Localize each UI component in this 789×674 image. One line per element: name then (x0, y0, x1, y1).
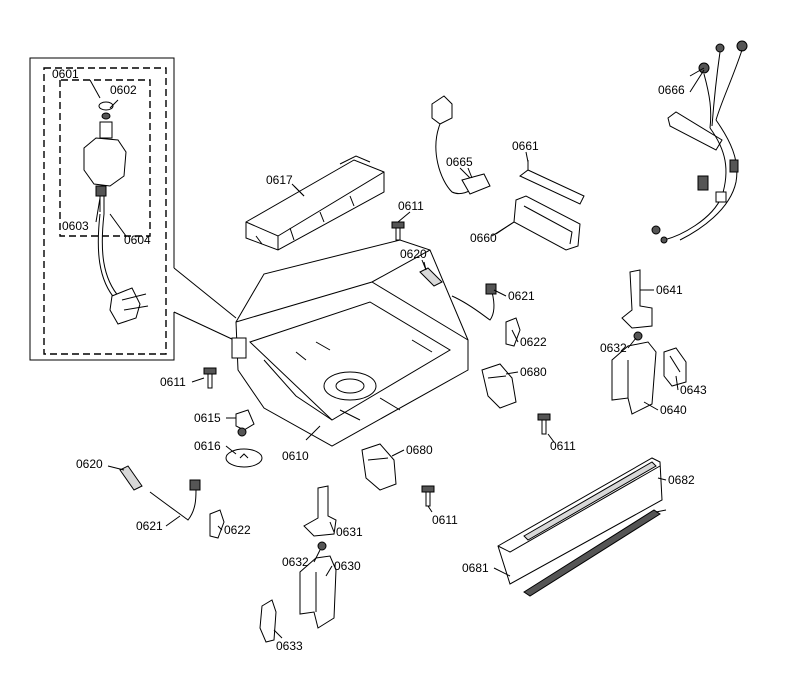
part-0611-c (537, 413, 555, 443)
label-0621-b: 0621 (136, 519, 163, 533)
label-0611-a: 0611 (398, 199, 424, 213)
part-0615 (235, 409, 255, 437)
label-0602: 0602 (110, 83, 137, 97)
part-0631 (303, 485, 337, 537)
label-0666: 0666 (658, 83, 685, 97)
label-0680-a: 0680 (520, 365, 547, 379)
part-0632-b (317, 541, 327, 551)
label-0665: 0665 (446, 155, 473, 169)
part-0620-b (119, 465, 143, 491)
label-0616: 0616 (194, 439, 221, 453)
part-0611-a (391, 221, 405, 241)
label-0643: 0643 (680, 383, 707, 397)
part-0666 (651, 40, 748, 244)
part-0611-d (421, 485, 435, 507)
label-0661: 0661 (512, 139, 539, 153)
label-0615: 0615 (194, 411, 221, 425)
part-0622-b (209, 509, 225, 539)
label-0603: 0603 (62, 219, 89, 233)
label-0632-a: 0632 (600, 341, 627, 355)
part-0680-b (361, 443, 397, 491)
part-0633 (259, 599, 277, 643)
label-0680-b: 0680 (406, 443, 433, 457)
part-0610-base (231, 239, 469, 447)
label-0633: 0633 (276, 639, 303, 653)
part-0682 (497, 457, 663, 585)
label-0682: 0682 (668, 473, 695, 487)
inset-0601-assembly (29, 57, 237, 361)
label-0622-a: 0622 (520, 335, 547, 349)
part-0611-b (203, 367, 217, 389)
label-0660: 0660 (470, 231, 497, 245)
part-0680-a (481, 363, 517, 409)
part-0681 (523, 509, 661, 597)
label-0632-b: 0632 (282, 555, 309, 569)
label-0604: 0604 (124, 233, 151, 247)
part-0640 (611, 341, 657, 415)
part-0621-a (451, 283, 497, 321)
label-0620-a: 0620 (400, 247, 427, 261)
label-0611-c: 0611 (550, 439, 576, 453)
part-0616 (225, 448, 263, 468)
label-0630: 0630 (334, 559, 361, 573)
callout-labels: 0601 0602 0603 0604 0617 0665 0661 0660 … (52, 67, 707, 653)
label-0601: 0601 (52, 67, 79, 81)
leader-lines (107, 69, 705, 639)
label-0631: 0631 (336, 525, 363, 539)
label-0641: 0641 (656, 283, 683, 297)
label-0622-b: 0622 (224, 523, 251, 537)
part-0621-b (149, 479, 201, 521)
label-0611-b: 0611 (160, 375, 186, 389)
part-0617 (245, 155, 385, 251)
part-0641 (621, 269, 653, 329)
label-0610: 0610 (282, 449, 309, 463)
label-0640: 0640 (660, 403, 687, 417)
label-0621-a: 0621 (508, 289, 535, 303)
label-0681: 0681 (462, 561, 489, 575)
part-0643 (663, 347, 687, 387)
part-0665 (431, 95, 491, 195)
label-0620-b: 0620 (76, 457, 103, 471)
part-0660 (495, 195, 581, 251)
label-0617: 0617 (266, 173, 293, 187)
label-0611-d: 0611 (432, 513, 458, 527)
